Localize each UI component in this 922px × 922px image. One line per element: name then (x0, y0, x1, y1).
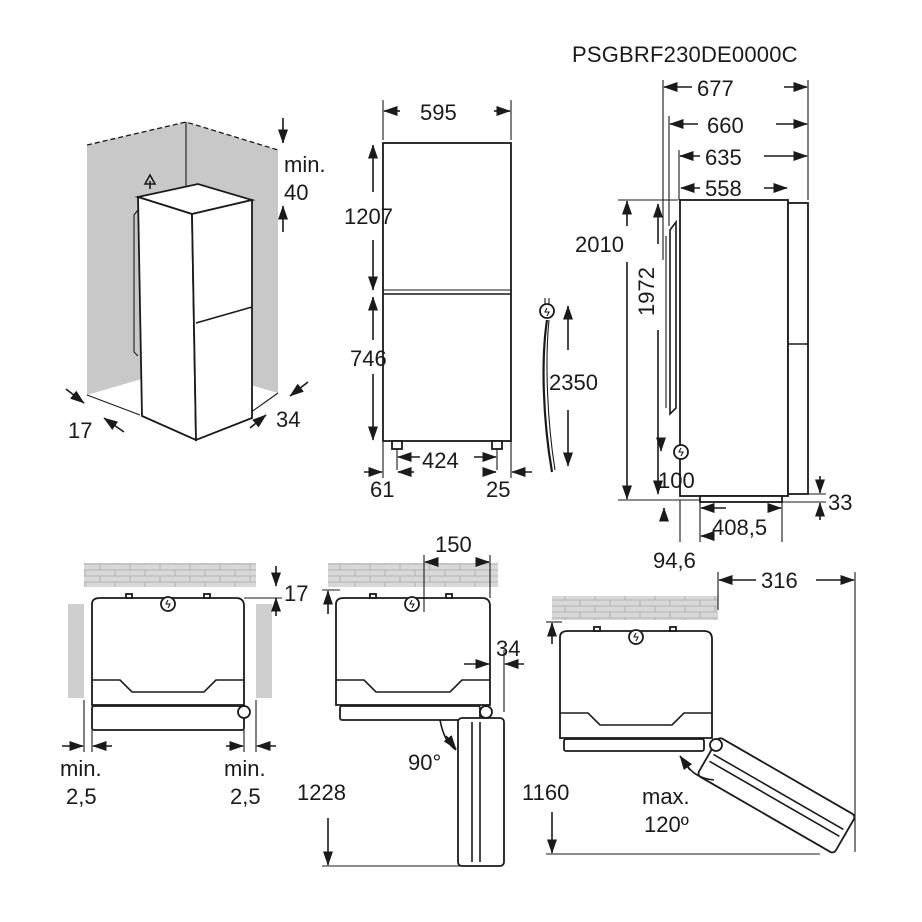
angle-120-label-line1: max. (642, 784, 690, 809)
depth-total-label: 677 (697, 76, 734, 101)
right-gap-label: 34 (276, 407, 300, 432)
depth-558-label: 558 (705, 176, 742, 201)
right-min-label-line1: min. (224, 756, 266, 781)
upper-height-label: 1207 (344, 204, 393, 229)
depth-660-label: 660 (707, 113, 744, 138)
model-number: PSGBRF230DE0000C (572, 42, 798, 67)
foot-span-label: 424 (422, 448, 459, 473)
depth-open-b-label: 1228 (297, 780, 346, 805)
power-cable (539, 298, 556, 473)
wall-gap-label: 17 (284, 581, 308, 606)
door-reach-label: 316 (761, 568, 798, 593)
door-profile (787, 202, 809, 495)
fridge-side-body (679, 199, 789, 497)
top-view-a: 17 min. 2,5 min. 2,5 (60, 563, 308, 809)
angle-120-label-line2: 120º (644, 812, 689, 837)
front-view: 595 1207 746 424 61 25 (344, 100, 598, 502)
fridge-side (137, 195, 197, 442)
cable-length-label: 2350 (549, 370, 598, 395)
open-door (697, 737, 856, 854)
left-min-label-line1: min. (60, 756, 102, 781)
open-door (457, 717, 505, 867)
foot-depth-label: 408,5 (712, 515, 767, 540)
top-clearance-label-line1: min. (284, 152, 326, 177)
left-gap-label: 17 (68, 418, 92, 443)
up-arrow-icon (143, 173, 157, 189)
fridge-front (191, 198, 253, 442)
side-view: 677 660 635 558 2010 1972 100 94 (575, 76, 852, 573)
power-plug-icon (539, 303, 555, 319)
front-width-label: 595 (420, 100, 457, 125)
left-min-label-line2: 2,5 (66, 784, 97, 809)
hinge-offset-label: 150 (435, 532, 472, 557)
lower-height-label: 746 (350, 346, 387, 371)
top-view-c: max. 120º 316 1160 (522, 568, 856, 855)
plug-height-label: 100 (658, 468, 695, 493)
height-body-label: 1972 (634, 267, 659, 316)
angle-90-label: 90° (408, 750, 441, 775)
base-gap-label: 33 (828, 490, 852, 515)
top-view-b: 90° 150 34 1228 (297, 532, 524, 867)
right-offset-label: 25 (486, 477, 510, 502)
depth-open-c-label: 1160 (522, 780, 569, 805)
right-min-label-line2: 2,5 (230, 784, 261, 809)
top-clearance-label-line2: 40 (284, 180, 308, 205)
fridge-front-body (382, 142, 512, 442)
rear-offset-label: 94,6 (653, 548, 696, 573)
left-offset-label: 61 (370, 477, 394, 502)
perspective-view: min. 40 17 34 (65, 118, 326, 443)
height-total-label: 2010 (575, 232, 624, 257)
side-offset-label: 34 (496, 636, 520, 661)
depth-635-label: 635 (705, 145, 742, 170)
